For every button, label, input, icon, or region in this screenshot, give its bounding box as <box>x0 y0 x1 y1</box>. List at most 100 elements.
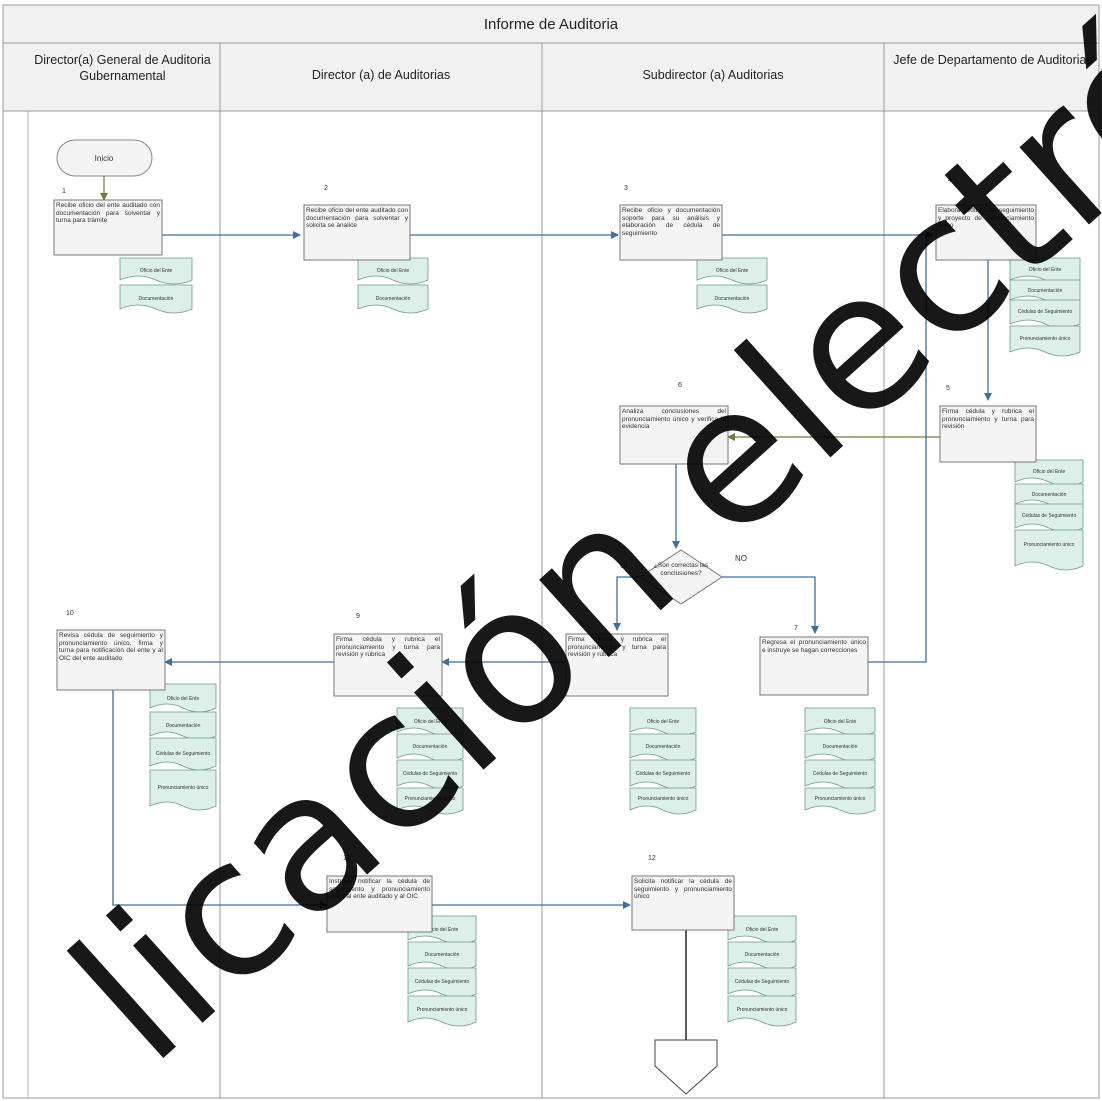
document-label: Pronunciamiento único <box>737 1007 788 1013</box>
document-label: Oficio del Ente <box>1033 469 1066 475</box>
start-label: Inicio <box>95 154 114 163</box>
document-icon <box>1009 299 1081 329</box>
connector-yes <box>613 576 640 631</box>
document-icon <box>1009 325 1081 357</box>
document-icon <box>629 787 697 815</box>
document-label: Pronunciamiento único <box>1024 542 1075 548</box>
document-label: Oficio del Ente <box>426 927 459 933</box>
document-label: Oficio del Ente <box>647 719 680 725</box>
document-label: Oficio del Ente <box>140 268 173 274</box>
decision-yes-label: SI <box>620 561 628 570</box>
document-icon <box>149 711 217 741</box>
connector <box>112 690 328 909</box>
process-step-4: 4 Elabora cédulas de seguimiento y proye… <box>935 177 1037 261</box>
process-step-10: 10 Revisa cédula de seguimiento y pronun… <box>56 610 166 691</box>
title-bar <box>2 4 1100 44</box>
document-icon <box>629 733 697 763</box>
lane-header-1: Director(a) General de Auditoria Guberna… <box>34 53 210 83</box>
lane-header-2: Director (a) de Auditorias <box>311 68 451 82</box>
document-icon <box>149 737 217 771</box>
lane-2-label: Director (a) de Auditorias <box>311 68 451 82</box>
document-stack: Oficio del Ente Documentación Cédulas de… <box>407 915 477 1027</box>
lane-header-bar <box>2 42 1100 112</box>
document-stack: Oficio del Ente Documentación Cédulas de… <box>727 915 797 1027</box>
document-label: Pronunciamiento único <box>158 785 209 791</box>
step-number: 7 <box>794 625 798 632</box>
document-icon <box>357 257 429 285</box>
document-stack: Oficio del Ente Documentación Cédulas de… <box>629 707 697 815</box>
document-icon <box>629 759 697 791</box>
document-label: Oficio del Ente <box>746 927 779 933</box>
step-number: 12 <box>648 855 656 862</box>
step-text: Instruye notificar la cédula de seguimie… <box>329 878 430 900</box>
step-number: 6 <box>678 382 682 389</box>
step-text: Elabora cédulas de seguimiento y proyect… <box>938 207 1034 229</box>
process-step-8: 8 Firma cédula y rubrica el pronunciamie… <box>565 621 669 697</box>
process-step-12: 12 Solicita notificar la cédula de segui… <box>631 855 735 931</box>
document-stack: Oficio del Ente Documentación <box>357 257 429 314</box>
lane-header-4: Jefe de Departamento de Auditorias <box>893 53 1092 67</box>
step-text: Recibe oficio del ente auditado con docu… <box>306 207 408 229</box>
document-icon <box>407 941 477 971</box>
document-icon <box>696 257 768 285</box>
document-label: Documentación <box>413 744 448 750</box>
step-number: 2 <box>324 185 328 192</box>
document-icon <box>119 257 193 285</box>
document-stack: Oficio del Ente Documentación Cédulas de… <box>804 707 876 815</box>
lane-3-label: Subdirector (a) Auditorias <box>642 68 784 82</box>
document-icon <box>804 733 876 763</box>
document-stack: Oficio del Ente Documentación Cédulas de… <box>396 707 464 815</box>
document-icon <box>396 759 464 791</box>
document-label: Pronunciamiento único <box>1020 336 1071 342</box>
diagram-frame <box>2 4 1100 1099</box>
document-label: Pronunciamiento único <box>405 796 456 802</box>
document-label: Documentación <box>425 952 460 958</box>
step-text: Regresa el pronunciamiento único e instr… <box>762 639 866 654</box>
document-icon <box>396 787 464 815</box>
document-label: Cédulas de Seguimiento <box>1018 309 1073 315</box>
document-icon <box>149 683 217 713</box>
process-step-11: 11 Instruye notificar la cédula de segui… <box>326 855 433 933</box>
document-icon <box>407 967 477 999</box>
document-icon <box>357 284 429 314</box>
document-stack: Oficio del Ente Documentación Cédulas de… <box>1014 459 1084 571</box>
document-icon <box>727 941 797 971</box>
document-icon <box>629 707 697 737</box>
diagram-title: Informe de Auditoria <box>484 16 619 33</box>
decision-diamond: ¿Son correctas las conclusiones? <box>639 549 723 605</box>
step-number: 1 <box>62 188 66 195</box>
document-label: Documentación <box>376 296 411 302</box>
document-stack: Oficio del Ente Documentación <box>696 257 768 314</box>
step-number: 8 <box>580 621 584 628</box>
lane-header-3: Subdirector (a) Auditorias <box>642 68 784 82</box>
connector-no <box>722 576 819 634</box>
step-number: 9 <box>356 613 360 620</box>
document-label: Documentación <box>823 744 858 750</box>
document-icon <box>727 915 797 945</box>
document-icon <box>149 769 217 811</box>
document-icon <box>727 967 797 999</box>
document-label: Cédulas de Seguimiento <box>735 979 790 985</box>
process-step-3: 3 Recibe oficio y documentación soporte … <box>619 185 723 261</box>
connector-loop <box>868 235 927 663</box>
document-label: Cédulas de Seguimiento <box>813 771 868 777</box>
document-label: Oficio del Ente <box>167 696 200 702</box>
document-label: Documentación <box>139 296 174 302</box>
document-icon <box>804 787 876 815</box>
step-number: 3 <box>624 185 628 192</box>
step-number: 11 <box>343 855 350 862</box>
document-icon <box>407 995 477 1027</box>
document-icon <box>1014 503 1084 533</box>
document-label: Oficio del Ente <box>414 719 447 725</box>
process-step-2: 2 Recibe oficio del ente auditado con do… <box>303 185 411 261</box>
document-label: Cédulas de Seguimiento <box>415 979 470 985</box>
document-label: Cédulas de Seguimiento <box>156 751 211 757</box>
document-label: Pronunciamiento único <box>638 796 689 802</box>
document-label: Documentación <box>1028 288 1063 294</box>
step-text: Firma cédula y rubrica el pronunciamient… <box>942 408 1034 430</box>
document-stack: Oficio del Ente Documentación <box>119 257 193 314</box>
document-label: Documentación <box>166 723 201 729</box>
document-label: Documentación <box>1032 492 1067 498</box>
document-icon <box>1014 529 1084 571</box>
document-label: Cédulas de Seguimiento <box>636 771 691 777</box>
